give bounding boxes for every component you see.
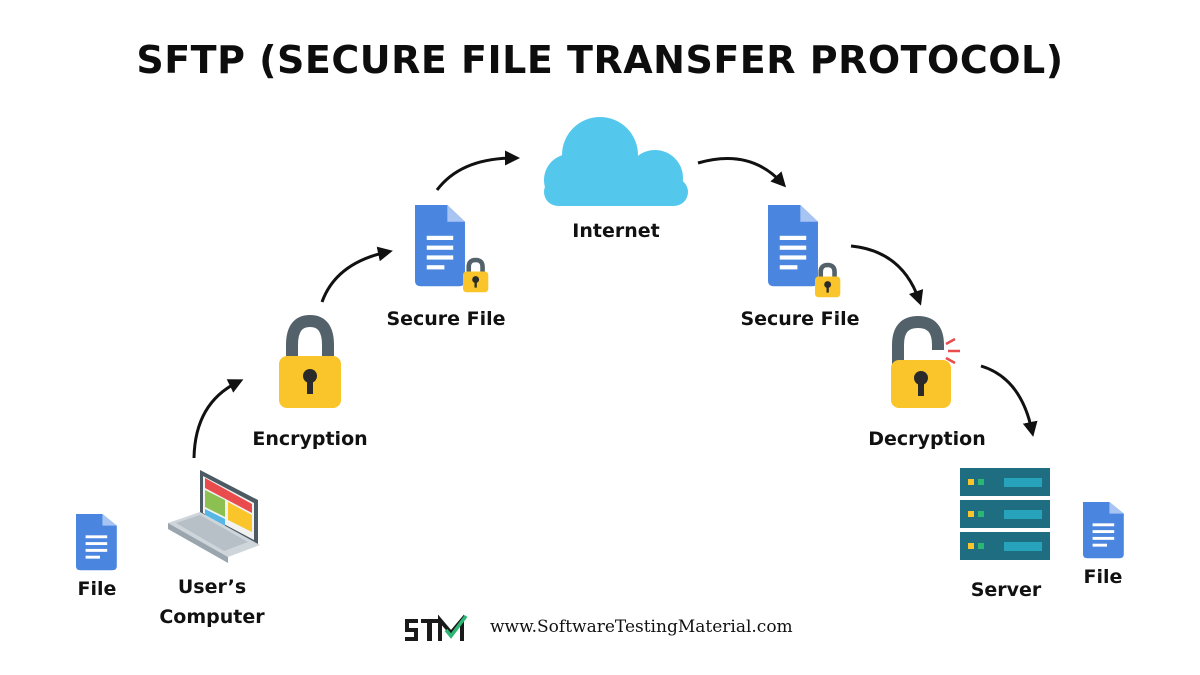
file-left-label: File: [77, 578, 117, 600]
arrow-icon: [320, 246, 393, 303]
file-right-label: File: [1083, 566, 1123, 588]
stm-logo-icon: [405, 614, 468, 641]
secure-file-right-label: Secure File: [740, 308, 860, 330]
decryption-label: Decryption: [868, 428, 986, 450]
internet-label: Internet: [572, 220, 660, 242]
user-computer-line1: User’s: [177, 576, 247, 598]
arrow-icon: [850, 244, 924, 306]
page-title: SFTP (SECURE FILE TRANSFER PROTOCOL): [136, 38, 1064, 82]
server-label: Server: [970, 579, 1042, 601]
cloud-icon: [544, 117, 688, 206]
secure-file-left-label: Secure File: [386, 308, 506, 330]
user-computer-line2: Computer: [159, 606, 265, 628]
arrow-icon: [192, 379, 244, 459]
file-left-document-icon: [76, 514, 117, 571]
file-right-document-icon: [1083, 502, 1124, 559]
encryption-label: Encryption: [252, 428, 368, 450]
arrow-icon: [697, 157, 787, 188]
arrow-icon: [435, 150, 520, 191]
server-icon: [960, 468, 1050, 560]
arrow-icon: [980, 364, 1038, 437]
padlock-open-icon: [891, 315, 960, 408]
secure-file-left-icon: [415, 205, 488, 292]
padlock-closed-icon: [279, 314, 341, 408]
secure-file-right-icon: [768, 205, 840, 297]
website-url: www.SoftwareTestingMaterial.com: [490, 617, 793, 637]
user-computer-label: User’s Computer: [147, 572, 277, 632]
laptop-icon: [168, 470, 260, 563]
